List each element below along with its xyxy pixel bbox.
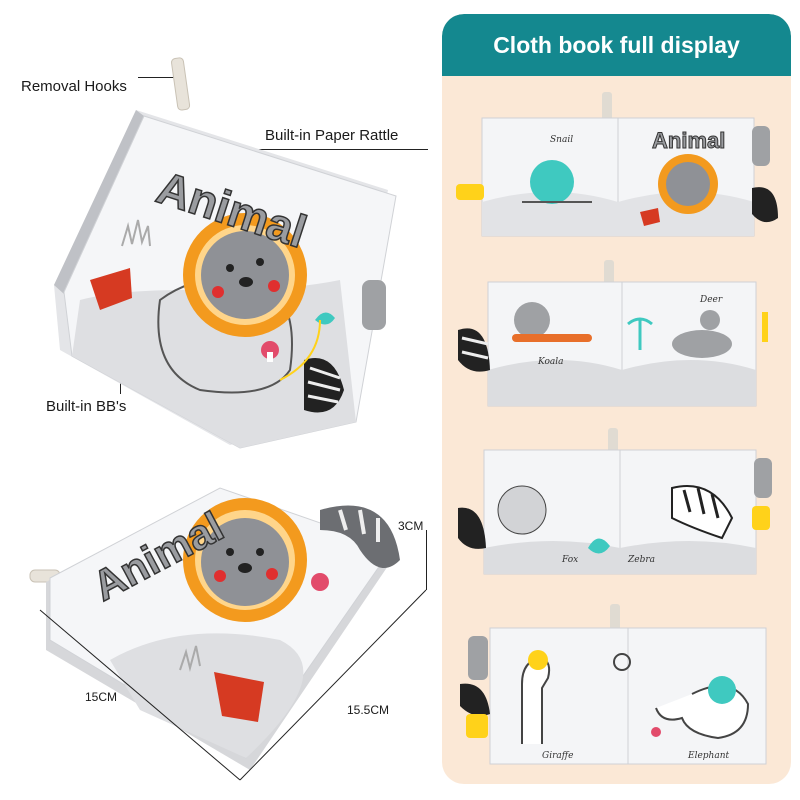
mushroom-icon: [261, 341, 279, 359]
yellow-tag: [466, 714, 488, 738]
striped-tag: [458, 328, 490, 372]
grass-icon: [179, 645, 201, 672]
spread-1-cover-title: Animal: [652, 128, 725, 153]
callout-paper-rattle: Built-in Paper Rattle: [265, 127, 399, 144]
deer-icon: [672, 330, 732, 358]
leaf-icon: [588, 538, 610, 554]
koala-icon: [514, 302, 550, 338]
snail-shell-icon: [530, 160, 574, 204]
spread-2-right-label: Deer: [699, 295, 723, 305]
spread-4: Giraffe Elephant: [460, 604, 767, 765]
book-bottom-illustration: Animal: [29, 487, 400, 770]
lion-face: [201, 518, 289, 606]
zebra-tag: [460, 683, 490, 716]
callout-line-hooks: [138, 77, 180, 78]
dim-lines: [39, 589, 427, 781]
spread-2-left-label: Koala: [537, 357, 564, 367]
book-spine: [54, 110, 144, 294]
gray-tab: [754, 458, 772, 498]
spread-1: Snail Animal: [456, 92, 778, 237]
book-top-illustration: Animal: [54, 57, 397, 449]
striped-tag: [458, 507, 486, 549]
zebra-tag: [752, 187, 778, 223]
gray-tab: [362, 280, 386, 330]
removal-hook-tab: [171, 57, 191, 111]
spread-2: Koala Deer: [458, 260, 768, 407]
dim-height: 15.5CM: [347, 703, 390, 717]
panel-title: Cloth book full display: [442, 14, 791, 76]
spread-3: Fox Zebra: [458, 428, 772, 575]
dim-width: 15CM: [85, 690, 118, 704]
spread-page-left: [489, 627, 629, 765]
yellow-tag: [456, 184, 484, 200]
display-panel: Cloth book full display Snail Animal Koa…: [442, 14, 791, 784]
mushroom-icon: [311, 573, 329, 591]
yellow-tag: [752, 506, 770, 530]
callout-line-rattle: [228, 149, 428, 150]
lion-face: [666, 162, 710, 206]
dim-thickness: 3CM: [398, 519, 424, 533]
spread-4-left-label: Giraffe: [542, 751, 573, 761]
mushroom-icon: [651, 727, 661, 737]
gray-tab: [752, 126, 770, 166]
tree-stump-icon: [214, 672, 264, 722]
dim-line-thickness: [426, 530, 427, 590]
lion-face: [201, 231, 289, 319]
sun-icon: [613, 653, 631, 671]
tree-stump-icon: [640, 208, 660, 226]
branch-icon: [512, 334, 592, 342]
palm-tree-icon: [627, 317, 653, 350]
callout-removal-hooks: Removal Hooks: [21, 78, 127, 95]
fox-icon: [497, 485, 547, 535]
callout-bbs: Built-in BB's: [46, 398, 127, 415]
spread-3-left-label: Fox: [561, 555, 578, 565]
spread-1-left-label: Snail: [550, 135, 573, 145]
tree-stump-icon: [90, 268, 132, 310]
gray-tab: [468, 636, 488, 680]
grass-icon: [121, 219, 151, 247]
spread-4-right-label: Elephant: [687, 751, 729, 761]
spread-3-right-label: Zebra: [627, 555, 655, 565]
cover-hill: [110, 633, 304, 758]
